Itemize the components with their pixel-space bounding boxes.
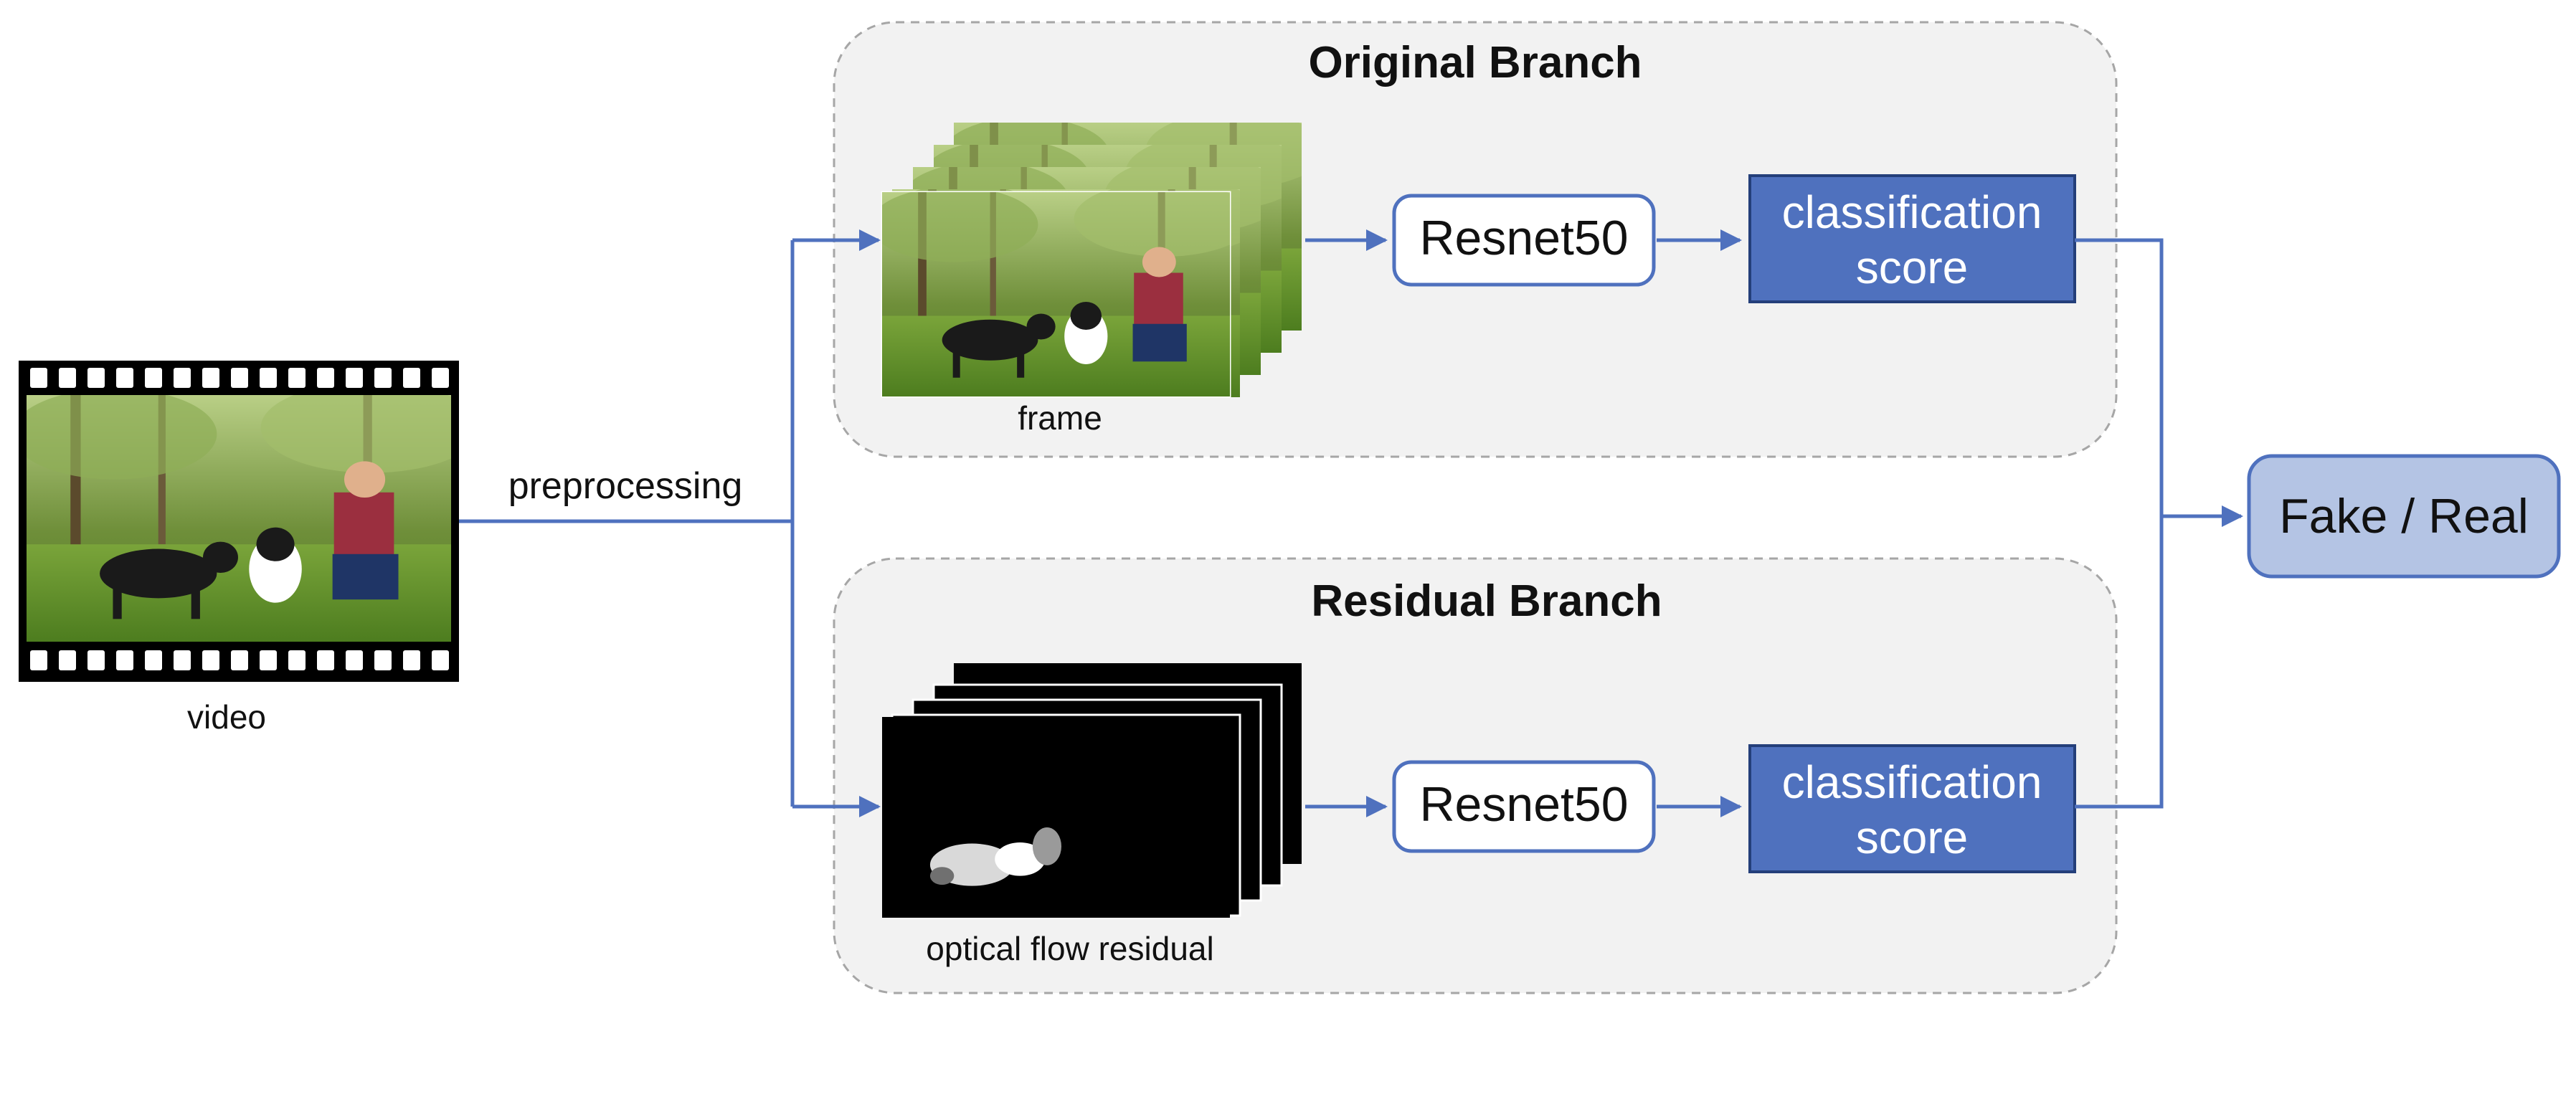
residual-resnet-box bbox=[1392, 760, 1656, 853]
branch-connectors bbox=[1305, 229, 1742, 817]
film-strip-icon bbox=[19, 361, 459, 682]
original-resnet-label: Resnet50 bbox=[1419, 211, 1628, 265]
original-branch-title: Original Branch bbox=[1308, 38, 1642, 87]
original-resnet-box bbox=[1392, 194, 1656, 287]
residual-score-line1: classification bbox=[1782, 756, 2042, 808]
residual-score-box bbox=[1748, 744, 2076, 873]
original-score-line1: classification bbox=[1782, 186, 2042, 238]
preprocessing-label: preprocessing bbox=[508, 465, 743, 507]
video-label: video bbox=[187, 698, 266, 736]
residual-resnet-label: Resnet50 bbox=[1419, 777, 1628, 832]
output-label: Fake / Real bbox=[2279, 489, 2529, 543]
optical-flow-label: optical flow residual bbox=[926, 930, 1213, 967]
original-score-line2: score bbox=[1856, 242, 1969, 293]
residual-branch-title: Residual Branch bbox=[1311, 576, 1662, 626]
merge-connector bbox=[2075, 238, 2243, 809]
original-score-box bbox=[1748, 174, 2076, 303]
frame-label: frame bbox=[1018, 399, 1102, 437]
output-box bbox=[2247, 454, 2561, 579]
frame-stack-icon bbox=[881, 123, 1302, 398]
residual-score-line2: score bbox=[1856, 812, 1969, 863]
preprocessing-connector bbox=[459, 229, 881, 817]
optical-flow-stack-icon bbox=[882, 663, 1302, 918]
